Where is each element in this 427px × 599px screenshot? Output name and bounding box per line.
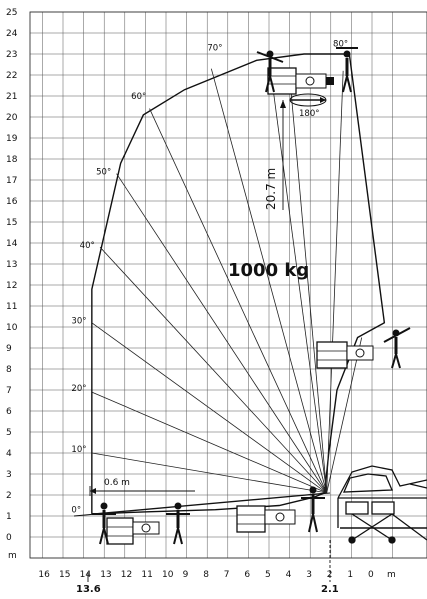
angle-label: 0° bbox=[71, 506, 81, 516]
angle-label: 80° bbox=[333, 40, 348, 50]
rotation-symbol: 180° bbox=[289, 93, 327, 119]
y-tick-label: 14 bbox=[6, 239, 18, 249]
y-tick-label: 15 bbox=[6, 218, 17, 228]
x-tick-label: 4 bbox=[286, 570, 292, 580]
height-dimension-label: 20.7 m bbox=[264, 168, 278, 210]
platform-bottom-center bbox=[236, 505, 296, 533]
operator-figure-top-left bbox=[256, 50, 284, 93]
x-tick-label: 7 bbox=[224, 570, 230, 580]
y-tick-label: 16 bbox=[6, 197, 18, 207]
x-tick-label: 16 bbox=[38, 570, 50, 580]
y-tick-label: 20 bbox=[6, 113, 18, 123]
width-dimension: 0.6 m bbox=[89, 478, 195, 496]
y-tick-label: 21 bbox=[6, 92, 17, 102]
y-tick-label: 13 bbox=[6, 260, 17, 270]
y-tick-label: 23 bbox=[6, 50, 17, 60]
angle-labels: 0° 10° 20° 30° 40° 50° 60° 70° 80° bbox=[71, 40, 348, 516]
x-tick-label: 0 bbox=[368, 570, 374, 580]
x-tick-label: 6 bbox=[244, 570, 250, 580]
operator-figure-bottom-mid bbox=[166, 502, 190, 545]
width-dimension-label: 0.6 m bbox=[104, 478, 130, 488]
rotation-label: 180° bbox=[299, 109, 319, 119]
y-tick-label: 25 bbox=[6, 8, 17, 18]
platform-top bbox=[267, 67, 334, 95]
truck-base bbox=[337, 465, 427, 544]
lower-boom-line bbox=[73, 492, 331, 517]
operator-figure-bottom-right bbox=[301, 486, 325, 533]
angle-label: 40° bbox=[80, 241, 95, 251]
platform-mid-right bbox=[316, 341, 374, 369]
angle-ray bbox=[116, 173, 328, 494]
angle-ray bbox=[91, 391, 327, 494]
y-tick-label: 1 bbox=[6, 512, 12, 522]
y-tick-label: 8 bbox=[6, 365, 12, 375]
operator-figure-bottom-left bbox=[92, 502, 116, 545]
angle-ray bbox=[326, 337, 363, 493]
y-tick-label: 17 bbox=[6, 176, 17, 186]
x-tick-label: 9 bbox=[183, 570, 189, 580]
angle-ray bbox=[91, 322, 327, 494]
angle-label: 30° bbox=[71, 317, 86, 327]
angle-label: 60° bbox=[131, 92, 146, 102]
angle-label: 70° bbox=[207, 44, 222, 54]
y-axis-unit-label: m bbox=[8, 551, 17, 561]
envelope-outline bbox=[91, 53, 386, 515]
min-outreach-label: 2.1 bbox=[321, 584, 339, 595]
x-tick-label: 14 bbox=[80, 570, 92, 580]
angle-ray bbox=[91, 452, 327, 494]
angle-ray bbox=[149, 108, 328, 494]
y-tick-label: 3 bbox=[6, 470, 12, 480]
operator-figure-mid-right bbox=[383, 327, 411, 369]
y-tick-label: 18 bbox=[6, 155, 18, 165]
y-tick-label: 6 bbox=[6, 407, 12, 417]
y-tick-label: 10 bbox=[6, 323, 18, 333]
y-tick-label: 2 bbox=[6, 491, 12, 501]
y-tick-label: 11 bbox=[6, 302, 17, 312]
height-dimension: 20.7 m bbox=[264, 100, 286, 210]
y-tick-label: 9 bbox=[6, 344, 12, 354]
x-tick-label: 15 bbox=[59, 570, 70, 580]
grid bbox=[29, 11, 427, 559]
angle-label: 10° bbox=[71, 445, 86, 455]
x-tick-label: 11 bbox=[141, 570, 152, 580]
y-tick-label: 4 bbox=[6, 449, 12, 459]
y-tick-label: 0 bbox=[6, 533, 12, 543]
load-capacity-label: 1000 kg bbox=[228, 260, 309, 281]
angle-ray bbox=[289, 74, 328, 493]
x-tick-label: 8 bbox=[203, 570, 209, 580]
angle-rays bbox=[91, 58, 363, 515]
x-axis-tick-labels: 161514131211109876543210 bbox=[38, 570, 374, 580]
x-tick-label: 10 bbox=[162, 570, 174, 580]
angle-ray bbox=[210, 68, 328, 494]
angle-ray bbox=[99, 246, 327, 494]
y-tick-label: 24 bbox=[6, 29, 18, 39]
x-tick-label: 3 bbox=[306, 570, 312, 580]
operator-figure-top-right bbox=[336, 47, 358, 93]
angle-label: 50° bbox=[96, 168, 111, 178]
angle-ray bbox=[326, 70, 344, 493]
platform-bottom-left bbox=[106, 517, 160, 545]
x-tick-label: 1 bbox=[347, 570, 353, 580]
y-axis-tick-labels: 0123456789101112131415161718192021222324… bbox=[6, 8, 18, 543]
x-tick-label: 13 bbox=[100, 570, 111, 580]
y-tick-label: 7 bbox=[6, 386, 12, 396]
x-tick-label: 5 bbox=[265, 570, 271, 580]
x-tick-label: 12 bbox=[121, 570, 132, 580]
y-tick-label: 22 bbox=[6, 71, 17, 81]
y-tick-label: 5 bbox=[6, 428, 12, 438]
angle-label: 20° bbox=[71, 384, 86, 394]
y-tick-label: 19 bbox=[6, 134, 18, 144]
max-outreach-label: 13.6 bbox=[76, 584, 101, 595]
grid-border bbox=[29, 11, 427, 559]
x-axis-unit-label: m bbox=[387, 570, 396, 580]
angle-ray bbox=[268, 58, 328, 493]
y-tick-label: 12 bbox=[6, 281, 17, 291]
